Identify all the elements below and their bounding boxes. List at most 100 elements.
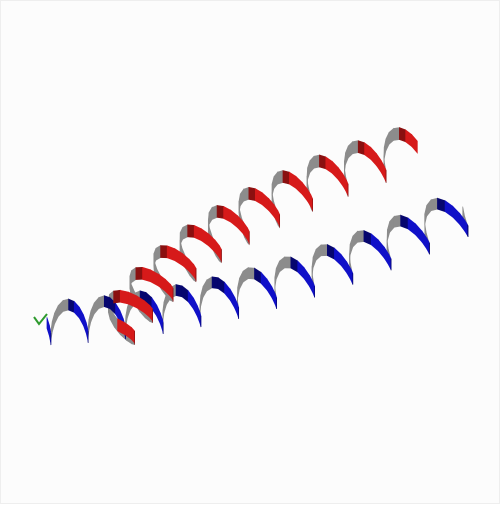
terminus-tick — [34, 314, 47, 324]
chain-a-ribbon-segment — [314, 155, 319, 168]
chain-a-ribbon-segment — [180, 227, 183, 244]
chain-b-ribbon-segment — [425, 205, 427, 225]
chain-a-ribbon-segment — [161, 246, 168, 258]
chain-b-ribbon-segment — [437, 198, 445, 211]
chain-b-ribbon-segment — [431, 198, 437, 211]
chain-a-ribbon-segment — [394, 128, 400, 141]
chain-a-ribbon-segment — [240, 189, 243, 206]
chain-a-ribbon-segment — [249, 187, 255, 200]
chain-a-ribbon-segment — [158, 274, 165, 291]
chain-b-ribbon-segment — [218, 278, 224, 294]
chain-a-ribbon-segment — [302, 183, 307, 202]
chain-b-ribbon-segment — [371, 234, 378, 251]
chain-b-ribbon-segment — [201, 287, 203, 307]
chain-b-ribbon-segment — [364, 231, 371, 245]
chain-a-ribbon-segment — [142, 267, 150, 281]
chain-a-ribbon-segment — [224, 206, 231, 222]
chain-b-ribbon-segment — [91, 303, 94, 322]
chain-b-ribbon-segment — [276, 261, 279, 279]
chain-b-ribbon-segment — [291, 257, 298, 272]
chain-a-ribbon-segment — [358, 141, 364, 155]
chain-b-ribbon-segment — [321, 245, 327, 256]
chain-b-ribbon-segment — [240, 271, 244, 289]
chain-b-ribbon-segment — [207, 277, 212, 291]
chain-a-ribbon-segment — [274, 205, 278, 223]
chain-b-ribbon-segment — [94, 298, 99, 314]
chain-a-ribbon-segment — [231, 210, 238, 228]
chain-a-ribbon-segment — [319, 155, 325, 169]
chain-b-ribbon-segment — [298, 261, 304, 279]
chain-b-ribbon-segment — [230, 289, 234, 308]
chain-b-ribbon-segment — [408, 218, 416, 235]
chain-a-ribbon-segment — [296, 176, 302, 194]
chain-b-ribbon-segment — [353, 231, 358, 247]
chain-a-ribbon-segment — [114, 290, 121, 303]
chain-a-ribbon-segment — [386, 132, 389, 151]
chain-b-ribbon-segment — [99, 296, 104, 309]
chain-b-ribbon-segment — [316, 245, 321, 260]
chain-a-ribbon-segment — [412, 135, 418, 153]
chain-b-ribbon-segment — [157, 305, 161, 324]
chain-a-ribbon-segment — [209, 208, 212, 225]
chain-b-ribbon-segment — [83, 315, 86, 334]
chain-a-ribbon-segment — [346, 146, 349, 165]
helix-chain-b-front — [47, 198, 468, 345]
chain-b-ribbon-segment — [304, 268, 309, 287]
chain-a-ribbon-segment — [262, 193, 269, 211]
chain-b-ribbon-segment — [267, 279, 272, 298]
chain-a-ribbon-segment — [238, 216, 244, 234]
chain-a-ribbon-segment — [136, 267, 143, 279]
chain-b-ribbon-segment — [197, 306, 199, 324]
chain-b-ribbon-segment — [401, 215, 408, 229]
chain-b-ribbon-segment — [389, 254, 391, 269]
chain-b-ribbon-segment — [280, 257, 285, 272]
chain-b-ribbon-segment — [74, 301, 79, 318]
chain-a-ribbon-segment — [120, 290, 128, 304]
chain-b-ribbon-segment — [453, 206, 460, 224]
chain-a-ribbon-segment — [371, 147, 377, 165]
chain-b-ribbon-segment — [160, 313, 162, 330]
chain-b-ribbon-segment — [248, 268, 254, 279]
chain-a-ribbon-segment — [278, 171, 283, 185]
n-terminus-marker — [34, 314, 47, 324]
chain-a-ribbon-segment — [244, 187, 249, 201]
chain-b-ribbon-segment — [285, 257, 291, 268]
chain-b-ribbon-segment — [390, 216, 395, 232]
chain-b-ribbon-segment — [212, 277, 218, 289]
chain-a-ribbon-segment — [255, 189, 262, 205]
chain-a-ribbon-segment — [182, 254, 189, 272]
chain-a-ribbon-segment — [283, 171, 289, 185]
chain-a-ribbon-segment — [156, 246, 161, 261]
chain-a-ribbon-segment — [307, 189, 310, 207]
chain-a-ribbon-segment — [308, 161, 310, 180]
chain-b-ribbon-segment — [334, 248, 341, 265]
chain-b-ribbon-segment — [58, 300, 63, 316]
chain-a-ribbon-segment — [348, 142, 352, 158]
chain-b-ribbon-segment — [427, 238, 429, 253]
chain-a-ribbon-segment — [188, 225, 195, 238]
chain-a-ribbon-segment — [310, 156, 314, 172]
chain-b-ribbon-segment — [358, 231, 364, 243]
chain-a-ribbon-segment — [332, 161, 338, 179]
chain-a-ribbon-segment — [326, 157, 333, 174]
chain-a-ribbon-segment — [365, 143, 371, 160]
chain-b-ribbon-segment — [188, 291, 193, 309]
chain-a-ribbon-segment — [377, 154, 382, 173]
chain-b-ribbon-segment — [104, 296, 110, 309]
chain-b-ribbon-segment — [182, 286, 188, 302]
chain-a-ribbon-segment — [183, 225, 188, 239]
chain-b-ribbon-segment — [341, 255, 347, 274]
chain-b-ribbon-segment — [52, 313, 54, 332]
chain-b-ribbon-segment — [387, 221, 389, 240]
chain-b-ribbon-segment — [203, 280, 207, 298]
chain-b-ribbon-segment — [254, 268, 261, 283]
chain-b-ribbon-segment — [394, 215, 400, 227]
chain-a-ribbon-segment — [274, 172, 278, 189]
chain-b-ribbon-segment — [313, 249, 316, 268]
chain-a-ribbon-segment — [243, 222, 247, 240]
chain-a-ribbon-segment — [131, 268, 135, 283]
chain-b-ribbon-segment — [63, 299, 69, 311]
chain-a-ribbon-segment — [212, 205, 217, 219]
